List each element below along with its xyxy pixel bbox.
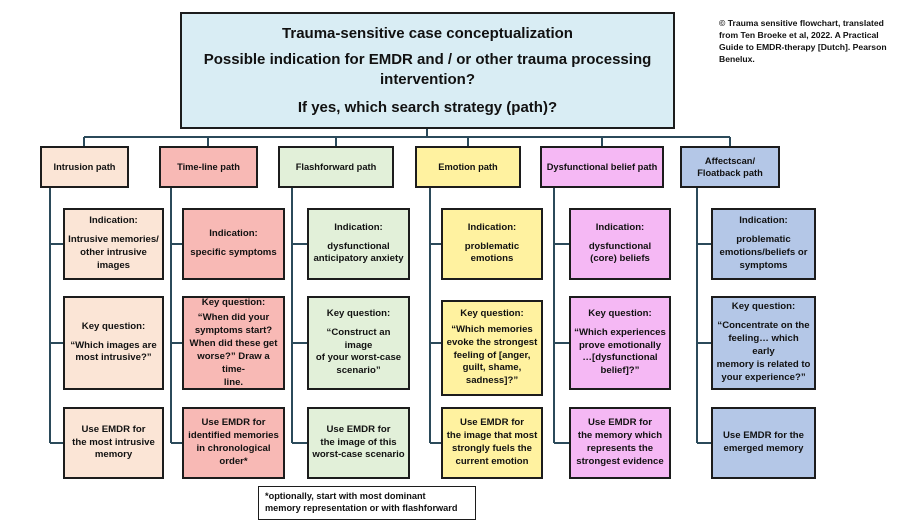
belief-action-box: Use EMDR for the memory which represents… bbox=[569, 407, 671, 479]
action-text: Use EMDR for the emerged memory bbox=[722, 430, 805, 454]
timeline-path-header: Time-line path bbox=[159, 146, 258, 188]
emotion-path-header: Emotion path bbox=[415, 146, 521, 188]
question-label: Key question: bbox=[326, 307, 391, 319]
question-label: Key question: bbox=[81, 320, 146, 332]
question-text: “Which images are most intrusive?” bbox=[70, 339, 157, 364]
indication-label: Indication: bbox=[467, 221, 517, 233]
path-name: Dysfunctional belief path bbox=[546, 161, 658, 172]
action-text: Use EMDR for identified memories in chro… bbox=[188, 417, 279, 467]
affectscan-path-header: Affectscan/ Floatback path bbox=[680, 146, 780, 188]
intrusion-action-box: Use EMDR for the most intrusive memory bbox=[63, 407, 164, 479]
intrusion-path-header: Intrusion path bbox=[40, 146, 129, 188]
indication-text: problematic emotions bbox=[464, 240, 520, 265]
intrusion-question-box: Key question: “Which images are most int… bbox=[63, 296, 164, 390]
indication-text: dysfunctional anticipatory anxiety bbox=[313, 240, 404, 265]
path-name: Intrusion path bbox=[53, 161, 116, 172]
question-text: “When did your symptoms start? When did … bbox=[189, 312, 278, 388]
timeline-action-box: Use EMDR for identified memories in chro… bbox=[182, 407, 285, 479]
path-name: Emotion path bbox=[438, 161, 498, 172]
flashforward-question-box: Key question: “Construct an image of you… bbox=[307, 296, 410, 390]
indication-text: problematic emotions/beliefs or symptoms bbox=[719, 234, 808, 271]
belief-question-box: Key question: “Which experiences prove e… bbox=[569, 296, 671, 390]
indication-label: Indication: bbox=[209, 228, 258, 240]
action-text: Use EMDR for the most intrusive memory bbox=[72, 423, 155, 461]
path-name: Flashforward path bbox=[295, 161, 377, 172]
emotion-action-box: Use EMDR for the image that most strongl… bbox=[441, 407, 543, 479]
path-name: Time-line path bbox=[177, 161, 240, 172]
title-line-3: If yes, which search strategy (path)? bbox=[297, 99, 558, 116]
question-text: “Construct an image of your worst-case s… bbox=[315, 326, 402, 377]
affectscan-indication-box: Indication: problematic emotions/beliefs… bbox=[711, 208, 816, 280]
flashforward-action-box: Use EMDR for the image of this worst-cas… bbox=[307, 407, 410, 479]
question-text: “Which experiences prove emotionally …[d… bbox=[574, 326, 666, 377]
affectscan-question-box: Key question: “Concentrate on the feelin… bbox=[711, 296, 816, 390]
footnote: *optionally, start with most dominant me… bbox=[258, 486, 476, 520]
flashforward-path-header: Flashforward path bbox=[278, 146, 394, 188]
timeline-question-box: Key question: “When did your symptoms st… bbox=[182, 296, 285, 390]
action-text: Use EMDR for the memory which represents… bbox=[576, 417, 664, 467]
timeline-indication-box: Indication: specific symptoms bbox=[182, 208, 285, 280]
indication-text: specific symptoms bbox=[190, 247, 277, 258]
question-label: Key question: bbox=[588, 307, 652, 319]
title-line-2: Possible indication for EMDR and / or ot… bbox=[203, 51, 652, 88]
question-label: Key question: bbox=[201, 296, 266, 308]
question-text: “Concentrate on the feeling… which early… bbox=[716, 320, 811, 383]
indication-label: Indication: bbox=[739, 215, 788, 227]
indication-text: Intrusive memories/ other intrusive imag… bbox=[68, 234, 159, 271]
indication-label: Indication: bbox=[595, 221, 645, 233]
path-name: Affectscan/ Floatback path bbox=[697, 155, 763, 178]
action-text: Use EMDR for the image of this worst-cas… bbox=[312, 423, 405, 461]
belief-path-header: Dysfunctional belief path bbox=[540, 146, 664, 188]
emotion-indication-box: Indication: problematic emotions bbox=[441, 208, 543, 280]
title-box: Trauma-sensitive case conceptualization … bbox=[180, 12, 675, 129]
action-text: Use EMDR for the image that most strongl… bbox=[446, 417, 538, 467]
flashforward-indication-box: Indication: dysfunctional anticipatory a… bbox=[307, 208, 410, 280]
question-label: Key question: bbox=[731, 301, 796, 313]
question-text: “Which memories evoke the strongest feel… bbox=[446, 323, 538, 387]
indication-text: dysfunctional (core) beliefs bbox=[588, 240, 652, 265]
indication-label: Indication: bbox=[334, 221, 383, 233]
intrusion-indication-box: Indication: Intrusive memories/ other in… bbox=[63, 208, 164, 280]
copyright-credit: © Trauma sensitive flowchart, translated… bbox=[719, 18, 887, 64]
belief-indication-box: Indication: dysfunctional (core) beliefs bbox=[569, 208, 671, 280]
emotion-question-box: Key question: “Which memories evoke the … bbox=[441, 300, 543, 396]
question-label: Key question: bbox=[460, 307, 524, 319]
affectscan-action-box: Use EMDR for the emerged memory bbox=[711, 407, 816, 479]
indication-label: Indication: bbox=[89, 215, 138, 227]
title-line-1: Trauma-sensitive case conceptualization bbox=[282, 25, 573, 42]
